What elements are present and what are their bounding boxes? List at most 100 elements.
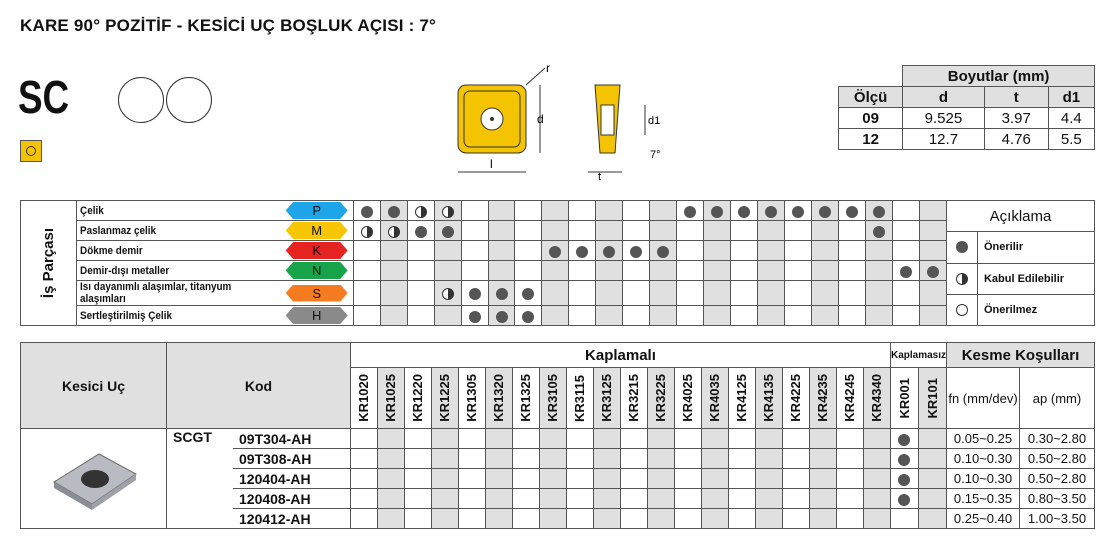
suitability-cell — [595, 240, 624, 261]
recommended-dot-icon — [898, 433, 911, 446]
legend-label: Önerilmez — [983, 303, 1038, 316]
grade-cell — [592, 468, 621, 489]
suitability-cell — [649, 280, 678, 306]
product-code[interactable]: 120404-AH — [233, 468, 351, 489]
suitability-cell — [757, 260, 786, 281]
workpiece-row: Sertleştirilmiş Çelik H — [21, 305, 1095, 326]
grade-cell — [430, 508, 459, 529]
iso-badge-cell: H — [280, 305, 354, 326]
recommended-dot-icon — [873, 225, 886, 238]
suitability-cell — [676, 305, 705, 326]
suitability-cell — [541, 305, 570, 326]
grade-header: KR3215 — [619, 367, 648, 429]
recommended-dot-icon — [360, 205, 373, 218]
product-code[interactable]: 09T304-AH — [233, 428, 351, 449]
suitability-cell — [784, 305, 813, 326]
acceptable-half-dot-icon — [955, 272, 968, 285]
grade-header: KR101 — [917, 367, 948, 429]
grade-cell — [592, 488, 621, 509]
grade-cell — [754, 508, 783, 529]
grade-cell — [511, 488, 540, 509]
grade-label: KR4025 — [680, 374, 696, 422]
product-code[interactable]: 09T308-AH — [233, 448, 351, 469]
product-code[interactable]: 120408-AH — [233, 488, 351, 509]
suitability-cell — [703, 305, 732, 326]
recommended-dot-icon — [846, 205, 859, 218]
suitability-cell — [595, 280, 624, 306]
material-name: Sertleştirilmiş Çelik — [76, 305, 261, 326]
grade-cell — [511, 448, 540, 469]
suitability-cell — [811, 240, 840, 261]
suitability-cell — [568, 305, 597, 326]
grade-label: KR4340 — [869, 374, 885, 422]
grade-cell — [646, 448, 675, 469]
dimension-cell: 12.7 — [902, 128, 985, 150]
suitability-cell — [892, 240, 921, 261]
grade-cell — [700, 488, 729, 509]
suitability-cell — [703, 240, 732, 261]
series-code: SCGT — [166, 428, 233, 529]
legend-symbol — [947, 232, 978, 263]
dimensions-title: Boyutlar (mm) — [902, 65, 1095, 87]
material-name: Demir-dışı metaller — [76, 260, 261, 281]
suitability-cell — [649, 305, 678, 326]
suitability-cell — [595, 260, 624, 281]
iso-badge: H — [285, 307, 348, 324]
legend-title: Açıklama — [946, 201, 1094, 233]
suitability-cell — [649, 200, 678, 221]
suitability-cell — [865, 305, 894, 326]
suitability-cell — [541, 260, 570, 281]
grade-cell — [808, 488, 837, 509]
suitability-cell — [622, 240, 651, 261]
grade-cell — [673, 508, 702, 529]
suitability-cell — [514, 280, 543, 306]
grade-cell — [376, 468, 405, 489]
material-name: Çelik — [76, 200, 261, 221]
legend-label: Önerilir — [983, 241, 1024, 254]
grade-cell — [565, 448, 594, 469]
acceptable-half-dot-icon — [360, 225, 373, 238]
ap-value: 1.00~3.50 — [1019, 508, 1095, 529]
grade-header: KR1325 — [511, 367, 540, 429]
grade-label: KR001 — [896, 377, 912, 419]
grade-cell — [565, 508, 594, 529]
suitability-cell — [784, 240, 813, 261]
suitability-cell — [352, 305, 381, 326]
coated-header: Kaplamalı — [349, 342, 891, 368]
suitability-cell — [730, 220, 759, 241]
grade-cell — [727, 448, 756, 469]
fn-header: fn (mm/dev) — [946, 367, 1020, 429]
product-code[interactable]: 120412-AH — [233, 508, 351, 529]
suitability-cell — [541, 280, 570, 306]
suitability-cell — [730, 240, 759, 261]
grade-header: KR4340 — [862, 367, 891, 429]
r-label: r — [546, 61, 550, 75]
insert-drawing: d r l t d1 7° — [457, 61, 661, 183]
fn-value: 0.10~0.30 — [946, 468, 1020, 489]
iso-badge-cell: K — [280, 240, 354, 261]
grade-cell — [430, 448, 459, 469]
suitability-cell — [703, 220, 732, 241]
grade-label: KR3105 — [545, 374, 561, 422]
suitability-cell — [406, 260, 435, 281]
legend-item: Önerilmez — [947, 294, 1094, 325]
suitability-cell — [460, 280, 489, 306]
suitability-cell — [730, 280, 759, 306]
material-name: Paslanmaz çelik — [76, 220, 261, 241]
suitability-cell — [892, 220, 921, 241]
grade-cell — [673, 468, 702, 489]
suitability-cell — [460, 305, 489, 326]
grade-cell — [862, 508, 891, 529]
iso-badge-cell: N — [280, 260, 354, 281]
suitability-cell — [514, 260, 543, 281]
suitability-cell — [757, 220, 786, 241]
suitability-cell — [379, 305, 408, 326]
suitability-cell — [649, 240, 678, 261]
suitability-cell — [838, 280, 867, 306]
suitability-cell — [460, 240, 489, 261]
iso-badge: N — [285, 262, 348, 279]
grade-cell — [727, 508, 756, 529]
